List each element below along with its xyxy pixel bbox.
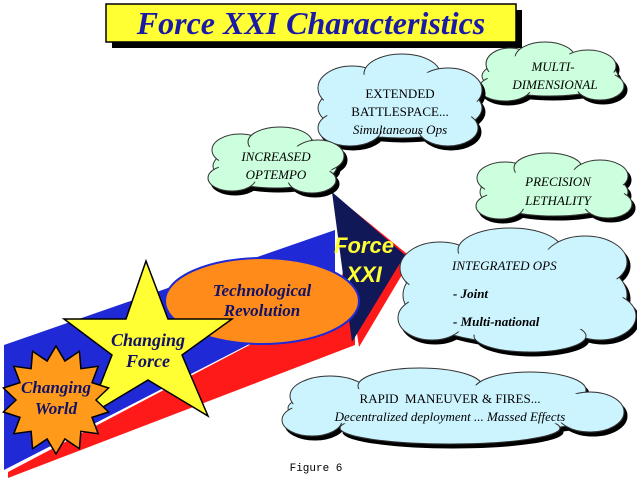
cloud-maneuver-line1: RAPID MANEUVER & FIRES... <box>360 391 541 406</box>
cloud-multi-line2: DIMENSIONAL <box>511 77 597 92</box>
star-label-line1: Changing <box>111 330 185 350</box>
burst-label-line1: Changing <box>21 378 91 397</box>
cloud-optempo-line2: OPTEMPO <box>246 167 307 182</box>
page-title: Force XXI Characteristics <box>136 5 485 41</box>
cloud-battlespace-line3: Simultaneous Ops <box>353 122 447 137</box>
cloud-integrated-line3: - Multi-national <box>453 314 540 329</box>
cloud-rapid-maneuver <box>281 367 625 445</box>
cloud-battlespace-line2: BATTLESPACE... <box>351 104 448 119</box>
changing-world-burst: Changing World <box>1 344 111 456</box>
title-box <box>105 3 517 43</box>
cloud-precision-line1: PRECISION <box>524 174 592 189</box>
cloud-integrated-line1: INTEGRATED OPS <box>451 258 557 273</box>
cloud-precision-lethality <box>475 152 633 220</box>
cloud-maneuver-line2: Decentralized deployment ... Massed Effe… <box>334 409 566 424</box>
title-banner: Force XXI Characteristics <box>105 3 522 48</box>
changing-force-star: Changing Force <box>61 258 235 418</box>
burst-label-line2: World <box>35 399 78 418</box>
cloud-integrated-ops <box>397 227 637 353</box>
cloud-battlespace-line1: EXTENDED <box>365 86 434 101</box>
cloud-increased-optempo <box>207 126 345 194</box>
cloud-integrated-line2: - Joint <box>453 286 488 301</box>
star-label-line2: Force <box>125 351 170 371</box>
cloud-precision-line2: LETHALITY <box>524 193 593 208</box>
cloud-multi-dimensional <box>478 41 625 102</box>
ellipse-label-line2: Revolution <box>223 301 301 320</box>
cloud-extended-battlespace <box>317 53 483 147</box>
ellipse-label-line1: Technological <box>213 281 312 300</box>
arrow-label-line1: Force <box>334 233 394 258</box>
cloud-multi-line1: MULTI- <box>530 59 574 74</box>
figure-caption: Figure 6 <box>290 463 343 475</box>
cloud-optempo-line1: INCREASED <box>240 149 311 164</box>
arrow-red-edge <box>8 230 355 478</box>
